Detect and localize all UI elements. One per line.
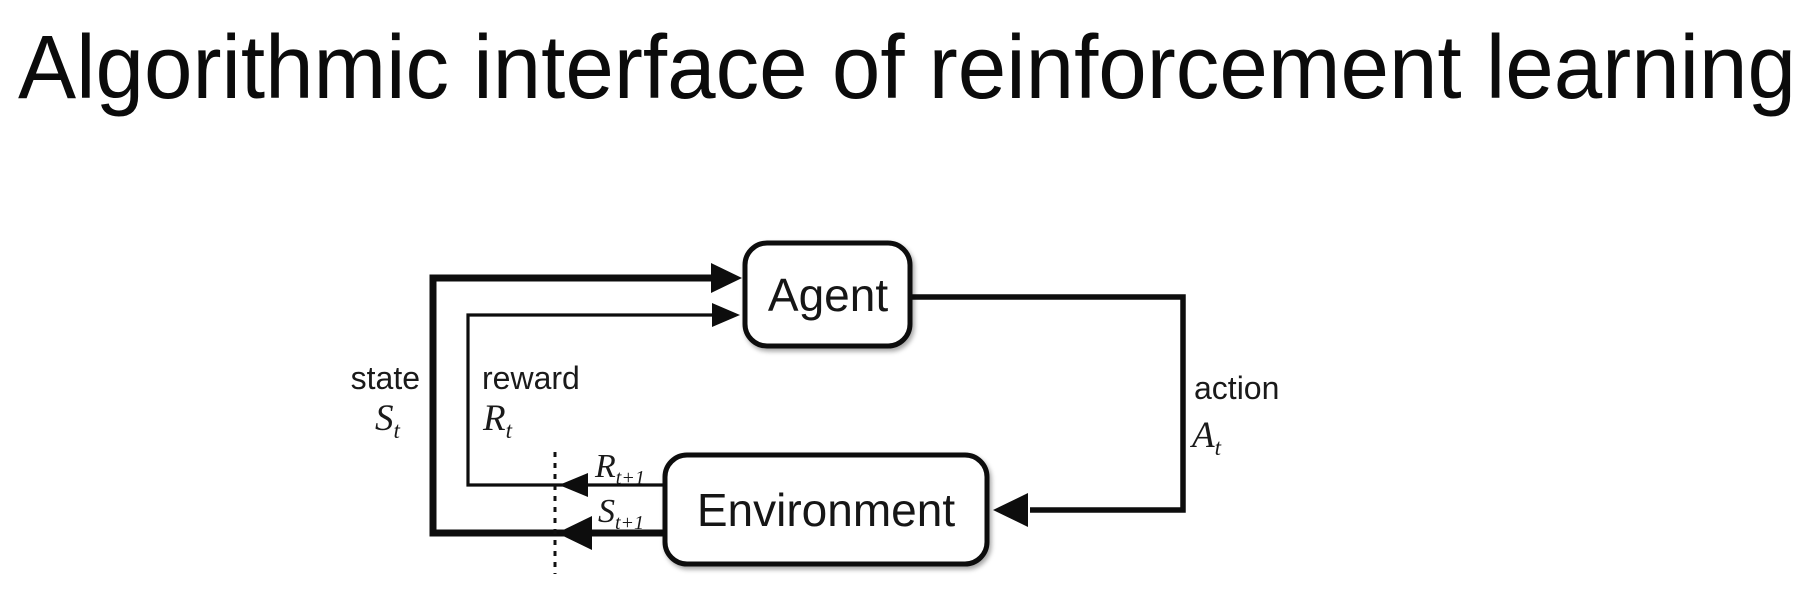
agent-node: Agent xyxy=(742,240,913,349)
next-reward-arrowhead xyxy=(559,473,588,497)
state-loop-line xyxy=(429,274,714,537)
state-word-label: state xyxy=(351,360,420,396)
agent-label: Agent xyxy=(768,269,888,321)
environment-box xyxy=(662,452,990,567)
agent-box xyxy=(742,240,913,349)
state-to-agent-arrowhead xyxy=(711,263,742,293)
reward-word-label: reward xyxy=(482,360,580,396)
page-title: Algorithmic interface of reinforcement l… xyxy=(18,18,1796,118)
next-state-symbol-label: St+1 xyxy=(598,493,644,534)
next-reward-symbol-label: Rt+1 xyxy=(594,448,645,489)
reward-symbol-label: Rt xyxy=(482,398,513,443)
environment-node: Environment xyxy=(662,452,990,567)
action-to-environment-arrowhead xyxy=(993,493,1028,527)
action-loop-line xyxy=(910,294,1186,513)
action-symbol-label: At xyxy=(1189,415,1222,460)
state-symbol-label: St xyxy=(375,398,401,443)
reward-to-agent-arrowhead xyxy=(712,303,740,327)
next-state-arrowhead xyxy=(557,516,592,550)
environment-label: Environment xyxy=(697,484,955,536)
action-word-label: action xyxy=(1194,370,1279,406)
